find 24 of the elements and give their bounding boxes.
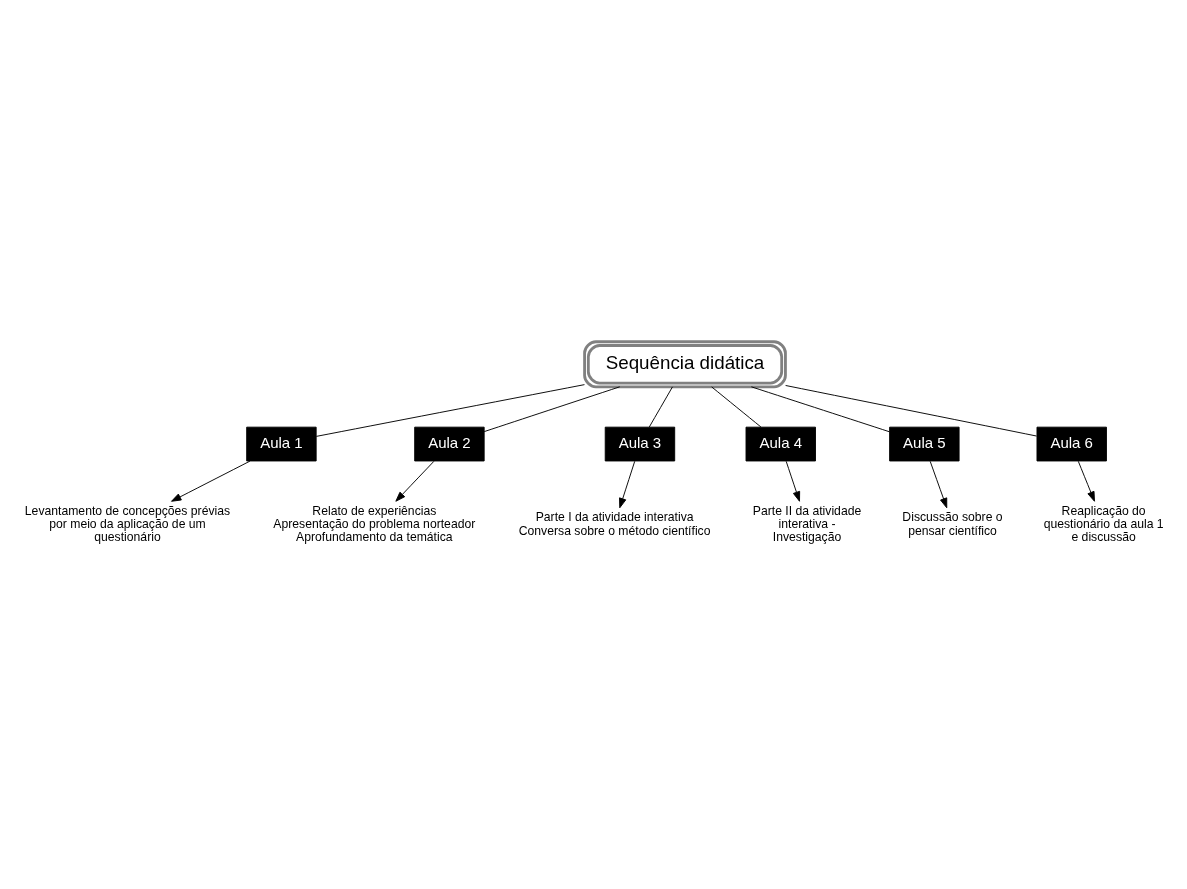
arrow bbox=[785, 460, 801, 502]
connector bbox=[483, 385, 621, 432]
connector bbox=[315, 383, 585, 437]
connector bbox=[648, 385, 673, 427]
arrow bbox=[929, 460, 948, 508]
connector bbox=[750, 385, 890, 432]
node-box: Aula 3 bbox=[604, 426, 676, 461]
node-text: Relato de experiências Apresentação do problema norteador Aprofundamento da temática bbox=[273, 503, 476, 544]
arrow bbox=[171, 460, 251, 502]
node-box: Aula 2 bbox=[414, 426, 485, 461]
node-text: Discussão sobre o pensar científico bbox=[902, 509, 1003, 538]
node-text: Reaplicação do questionário da aula 1 e discussão bbox=[1043, 503, 1164, 544]
arrow bbox=[395, 460, 435, 502]
node-box: Aula 4 bbox=[745, 426, 816, 461]
node-box: Aula 5 bbox=[889, 426, 960, 461]
node-box: Aula 6 bbox=[1036, 426, 1107, 461]
connector bbox=[785, 384, 1038, 436]
connector bbox=[711, 385, 762, 427]
node-box: Aula 1 bbox=[246, 426, 317, 461]
arrow bbox=[1077, 460, 1095, 502]
node-text: Parte I da atividade interativa Conversa sobre o método científico bbox=[518, 509, 711, 538]
node-text: Levantamento de concepções prévias por meio da aplicação de um questionário bbox=[24, 503, 231, 544]
node-text: Parte II da atividade interativa - Investigação bbox=[752, 503, 862, 544]
arrow bbox=[619, 460, 636, 508]
